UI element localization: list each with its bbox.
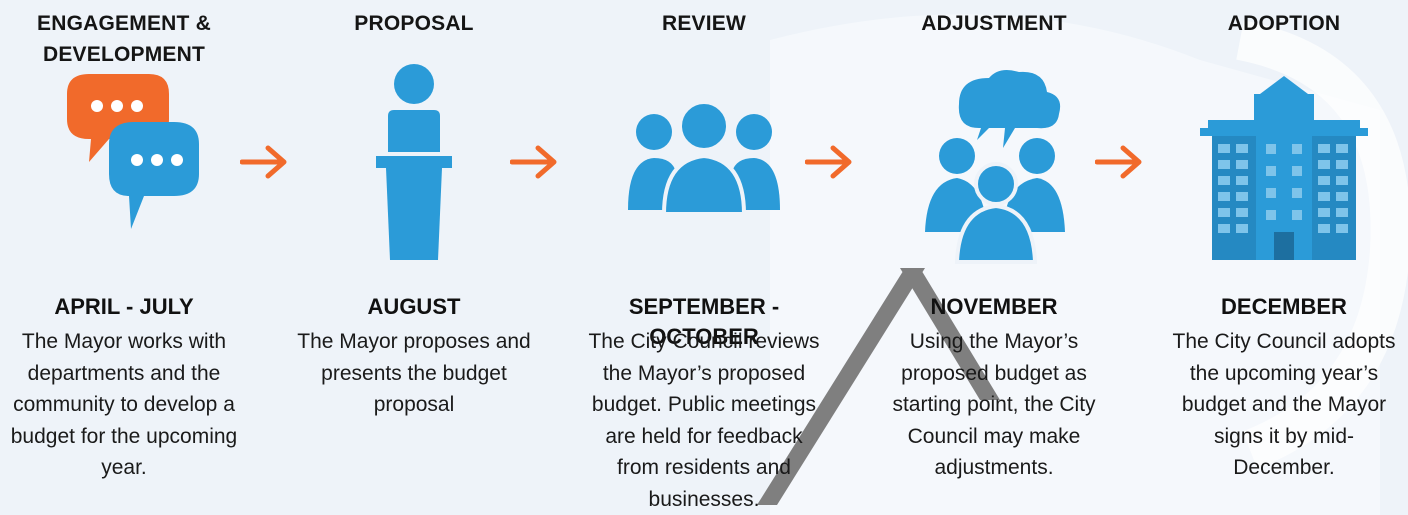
speech-bubbles-icon xyxy=(67,74,199,229)
step-title: ENGAGEMENT & DEVELOPMENT xyxy=(37,12,211,66)
arrow-right-icon xyxy=(510,145,557,179)
group-of-people-icon xyxy=(628,100,780,216)
step-title: PROPOSAL xyxy=(354,12,474,35)
step-title: ADJUSTMENT xyxy=(921,12,1067,35)
step-description: The Mayor proposes and presents the budg… xyxy=(297,330,531,416)
step-description: The City Council adopts the upcoming yea… xyxy=(1172,330,1396,479)
arrow-right-icon xyxy=(1095,145,1142,179)
step-period: DECEMBER xyxy=(1221,294,1347,319)
step-adjustment: ADJUSTMENT NOVEMBER Using the Mayor’s pr… xyxy=(874,0,1114,515)
step-adoption: ADOPTION xyxy=(1164,0,1404,515)
step-title: ADOPTION xyxy=(1227,12,1341,35)
step-period: SEPTEMBER - OCTOBER xyxy=(628,294,780,349)
step-period: NOVEMBER xyxy=(930,294,1058,319)
arrow-right-icon xyxy=(805,145,852,179)
group-discussion-icon xyxy=(925,70,1065,264)
step-description: Using the Mayor’s proposed budget as sta… xyxy=(892,330,1096,479)
step-engagement: ENGAGEMENT & DEVELOPMENT APRIL - JULY Th… xyxy=(4,0,244,515)
step-review: REVIEW SEPTEMBER - OCTOBER The City Coun… xyxy=(584,0,824,515)
person-at-podium-icon xyxy=(376,64,452,260)
arrow-right-icon xyxy=(240,145,287,179)
city-hall-building-icon xyxy=(1200,76,1368,260)
step-proposal: PROPOSAL AUGUST The Mayor proposes and p… xyxy=(294,0,534,515)
step-period: AUGUST xyxy=(367,294,461,319)
step-description: The City Council reviews the Mayor’s pro… xyxy=(588,330,820,511)
step-period: APRIL - JULY xyxy=(54,294,194,319)
step-title: REVIEW xyxy=(661,12,747,35)
step-description: The Mayor works with departments and the… xyxy=(10,330,238,479)
